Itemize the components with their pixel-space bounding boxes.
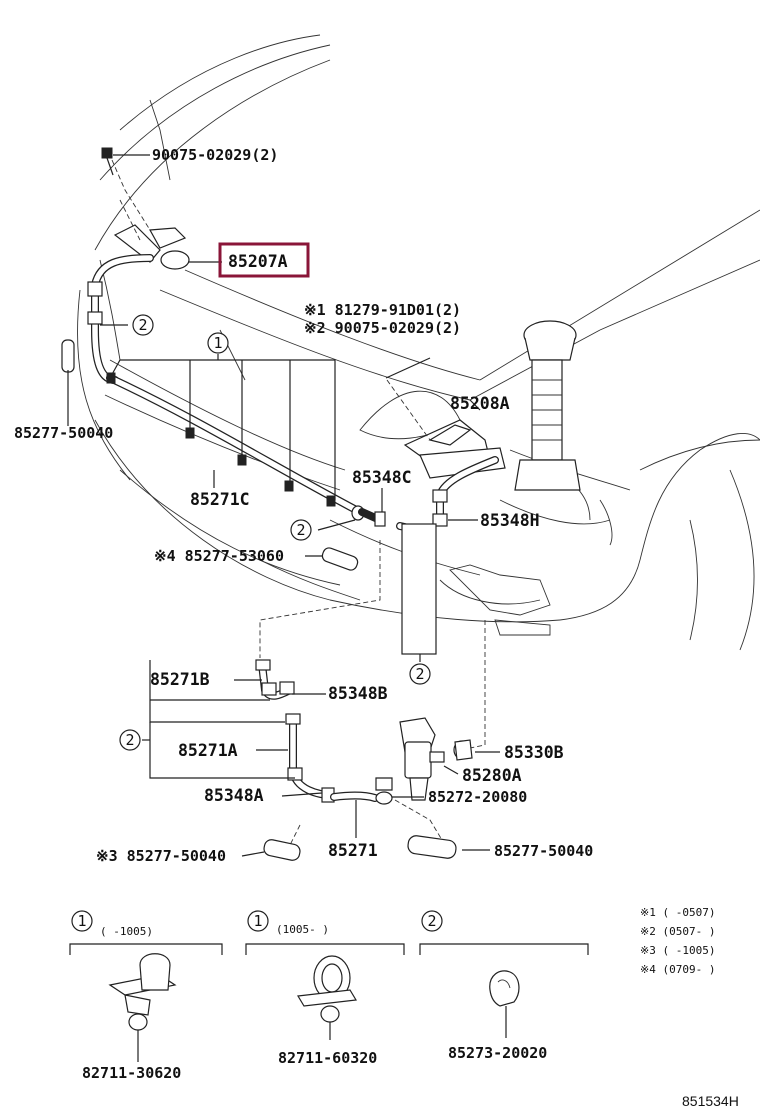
callout-nozzle-85207a[interactable]: 85207A [228,252,288,271]
callout-note1-clip[interactable]: ※1 81279-91D01(2) [304,301,461,319]
callout-bolt-top[interactable]: 90075-02029(2) [152,146,278,164]
circle-ref-2-bottom: 2 [409,663,431,685]
legend-clip1-range: ( -1005) [100,925,153,938]
legend-clip2-range: (1005- ) [276,923,329,936]
callout-clamp[interactable]: 85272-20080 [428,788,527,806]
nozzle-85207a-drawing [111,159,190,270]
callout-joint-85348a[interactable]: 85348A [204,786,264,805]
footnotes: ※1 ( -0507) ※2 (0507- ) ※3 ( -1005) ※4 (… [640,906,715,976]
legend-clip-1: 1 ( -1005) 82711-30620 [69,910,223,1082]
circle-ref-1-label: 1 [213,334,222,352]
legend-circle-1b-label: 1 [253,912,262,930]
legend-clip2-part[interactable]: 82711-60320 [278,1049,377,1067]
callout-joint-85348b[interactable]: 85348B [328,684,388,703]
legend-clamp: 2 85273-20020 [419,910,589,1062]
lower-bracket-lines [142,660,295,779]
lower-hoses [255,659,379,803]
callout-joint-85348h[interactable]: 85348H [480,511,540,530]
left-hose-run [61,254,364,516]
circle1-leaders [109,354,336,500]
callout-hose-85271a[interactable]: 85271A [178,741,238,760]
circle-ref-2-lower-group: 2 [119,729,141,751]
legend-clip1-part[interactable]: 82711-30620 [82,1064,181,1082]
check-valve-drawing [453,739,473,761]
dashed-links [259,540,486,846]
circle-ref-2-label: 2 [296,521,305,539]
legend-circle-1-label: 1 [77,912,86,930]
legend-circle-2-label: 2 [427,912,436,930]
callout-hose-85271[interactable]: 85271 [328,841,378,860]
footnote-3: ※3 ( -1005) [640,944,715,957]
washer-pump-drawing [375,717,445,805]
callout-note4-cap[interactable]: ※4 85277-53060 [154,547,284,565]
callout-pump-85280a[interactable]: 85280A [462,766,522,785]
nozzle-85208a-drawing [386,379,506,527]
circle-ref-2-left: 2 [132,314,154,336]
circle-ref-2-mid: 2 [290,519,312,541]
legend-clip-2: 1 (1005- ) 82711-60320 [245,910,405,1067]
callout-note2-bolt[interactable]: ※2 90075-02029(2) [304,319,461,337]
car-body-outline [77,34,760,651]
callout-cap-right[interactable]: 85277-50040 [494,842,593,860]
diagram-id: 851534H [682,1093,739,1109]
callout-leaders [67,154,500,857]
callout-cap-left[interactable]: 85277-50040 [14,424,113,442]
selected-part-highlight [218,242,310,278]
lower-caps [263,835,457,861]
circle-ref-2-label: 2 [138,316,147,334]
circle-ref-1-top: 1 [207,332,229,354]
joint-c-h [358,508,437,655]
footnote-2: ※2 (0507- ) [640,925,715,938]
callout-note3-cap[interactable]: ※3 85277-50040 [96,847,226,865]
callout-joint-85348c[interactable]: 85348C [352,468,412,487]
footnote-4: ※4 (0709- ) [640,963,715,976]
cap-53060-drawing [321,547,359,571]
circle-ref-2-label: 2 [415,665,424,683]
legend-clamp-part[interactable]: 85273-20020 [448,1044,547,1062]
bolt-icon [101,147,114,176]
callout-hose-85271c[interactable]: 85271C [190,490,250,509]
callout-check-valve[interactable]: 85330B [504,743,564,762]
callout-nozzle-85208a[interactable]: 85208A [450,394,510,413]
reservoir-filler-neck [514,320,581,491]
footnote-1: ※1 ( -0507) [640,906,715,919]
circle-ref-2-label: 2 [125,731,134,749]
callout-hose-85271b[interactable]: 85271B [150,670,210,689]
